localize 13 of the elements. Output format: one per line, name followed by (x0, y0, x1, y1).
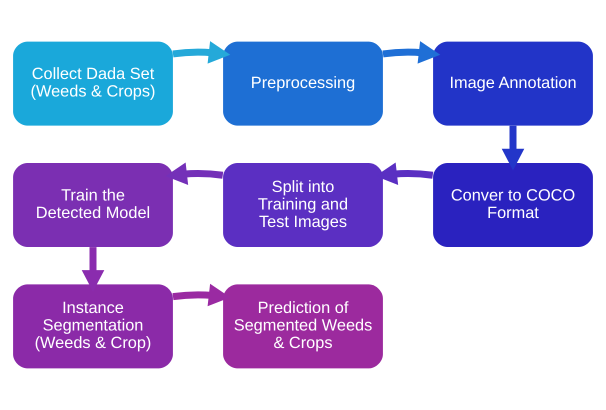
arrow (502, 126, 524, 170)
arrow (82, 247, 104, 292)
node-box: Prediction of Segmented Weeds & Crops (223, 284, 383, 368)
arrow (165, 162, 224, 185)
node-box: Image Annotation (433, 42, 593, 126)
node-box: Conver to COCO Format (433, 163, 593, 247)
arrow (382, 41, 440, 64)
node-box: Train the Detected Model (13, 163, 173, 247)
node-box: Instance Segmentation (Weeds & Crop) (13, 284, 173, 368)
node-box: Collect Dada Set (Weeds & Crops) (13, 42, 173, 126)
arrow (172, 41, 230, 64)
node-box: Preprocessing (223, 42, 383, 126)
node-box: Split into Training and Test Images (223, 163, 383, 247)
